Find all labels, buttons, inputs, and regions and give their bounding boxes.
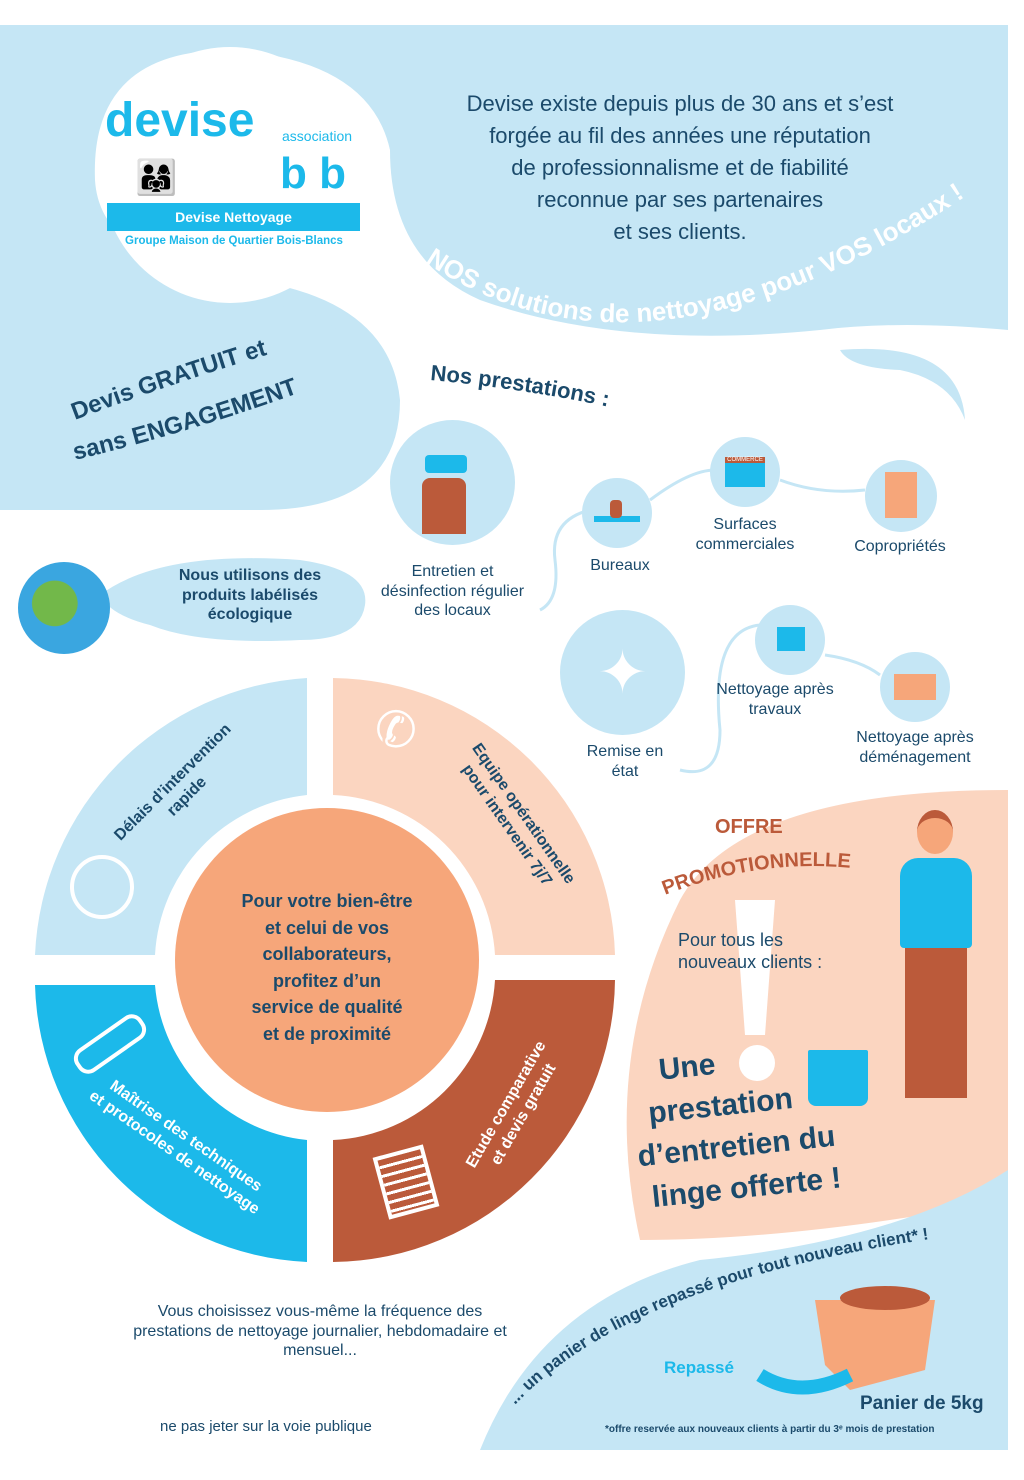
- sparkle-icon: ✦: [560, 610, 685, 735]
- eco-text: Nous utilisons des produits labélisés éc…: [150, 566, 350, 625]
- intro-text: Devise existe depuis plus de 30 ans et s…: [400, 88, 960, 248]
- panier-note: *offre reservée aux nouveaux clients à p…: [605, 1424, 935, 1435]
- phone-icon: ✆: [375, 702, 417, 758]
- blue-bucket-icon: [808, 1050, 868, 1106]
- panier-weight: Panier de 5kg: [860, 1393, 984, 1414]
- frequence-text: Vous choisissez vous-même la fréquence d…: [70, 1302, 570, 1361]
- desk-icon: [582, 478, 652, 548]
- center-line: Pour votre bien-être: [241, 891, 413, 911]
- globe-icon: [18, 562, 110, 654]
- prestations-title: Nos prestations :: [430, 360, 612, 411]
- prestation-entretien: Entretien et désinfection régulier des l…: [380, 563, 525, 620]
- frequence-line: prestations de nettoyage journalier, heb…: [133, 1322, 507, 1340]
- sub-line: nouveaux clients :: [678, 951, 823, 972]
- frequence-line: Vous choisissez vous-même la fréquence d…: [157, 1303, 483, 1320]
- wheel-center-text: Pour votre bien-être et celui de vos col…: [212, 888, 442, 1047]
- intro-line: et ses clients.: [613, 219, 747, 244]
- prestation-demenagement: Nettoyage après déménagement: [856, 729, 974, 766]
- eco-line: Nous utilisons des: [178, 567, 322, 584]
- footer-text: ne pas jeter sur la voie publique: [160, 1418, 372, 1435]
- stopwatch-icon: [70, 855, 134, 919]
- eco-line: produits labélisés: [181, 586, 319, 604]
- family-icon: 👨‍👩‍👧: [135, 159, 177, 197]
- intro-line: reconnue par ses partenaires: [536, 187, 824, 212]
- logo-banner: Devise Nettoyage: [107, 203, 360, 231]
- center-line: service de qualité: [251, 997, 403, 1017]
- center-line: et celui de vos: [264, 917, 390, 938]
- center-line: collaborateurs,: [262, 944, 392, 964]
- box-icon: [880, 652, 950, 722]
- sub-line: Pour tous les: [678, 930, 784, 950]
- offre-title-1: OFFRE: [715, 816, 783, 838]
- intro-line: de professionnalisme et de fiabilité: [511, 155, 849, 180]
- frequence-line: mensuel...: [283, 1342, 357, 1360]
- eco-line: écologique: [207, 606, 293, 624]
- prestation-bureaux: Bureaux: [590, 557, 650, 574]
- prestation-surfaces: Surfaces commerciales: [695, 516, 795, 553]
- shop-sign: COMMERCE: [725, 457, 765, 463]
- bucket-icon: [755, 605, 825, 675]
- prestation-coproprietes: Copropriétés: [854, 538, 946, 555]
- prestation-remise: Remise en état: [586, 743, 664, 780]
- spray-bottle-icon: [390, 420, 515, 545]
- logo-bb: b b: [280, 149, 346, 198]
- shop-icon: COMMERCE: [710, 437, 780, 507]
- repasse-label: Repassé: [664, 1358, 734, 1377]
- logo-association: association: [282, 128, 353, 144]
- prestation-travaux: Nettoyage après travaux: [716, 681, 834, 718]
- intro-line: forgée au fil des années une réputation: [489, 123, 871, 148]
- man-with-mop-illustration: [895, 810, 975, 1110]
- center-line: profitez d’un: [273, 970, 381, 991]
- intro-line: Devise existe depuis plus de 30 ans et s…: [466, 91, 894, 116]
- building-icon: [865, 460, 937, 532]
- svg-text:Nos prestations :: Nos prestations :: [430, 360, 612, 411]
- logo-group: Groupe Maison de Quartier Bois-Blancs: [125, 235, 343, 247]
- logo-name: devise: [105, 94, 255, 147]
- center-line: et de proximité: [262, 1023, 392, 1044]
